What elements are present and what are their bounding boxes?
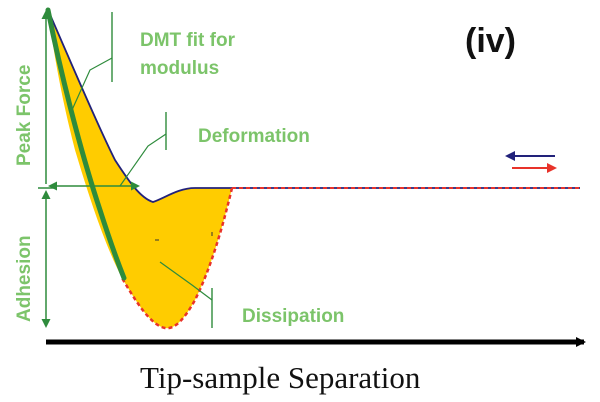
- dissipation-leader: [159, 261, 213, 301]
- deformation-label: Deformation: [198, 126, 310, 147]
- dissipation-label: Dissipation: [242, 306, 344, 327]
- deformation-leader: [119, 133, 167, 187]
- dmt-label-line2: modulus: [140, 58, 219, 79]
- x-axis-label: Tip-sample Separation: [140, 360, 421, 395]
- adhesion-label: Adhesion: [14, 235, 35, 322]
- retract-curve: [120, 187, 234, 330]
- dmt-label-line1: DMT fit for: [140, 30, 236, 51]
- dmt-leader: [71, 57, 113, 111]
- arrow-right-icon: [512, 163, 557, 173]
- panel-label: (iv): [465, 22, 516, 60]
- dissipation-area: [48, 10, 232, 329]
- arrow-left-icon: [505, 151, 555, 161]
- approach-curve: [47, 9, 580, 203]
- peak-force-label: Peak Force: [14, 65, 35, 166]
